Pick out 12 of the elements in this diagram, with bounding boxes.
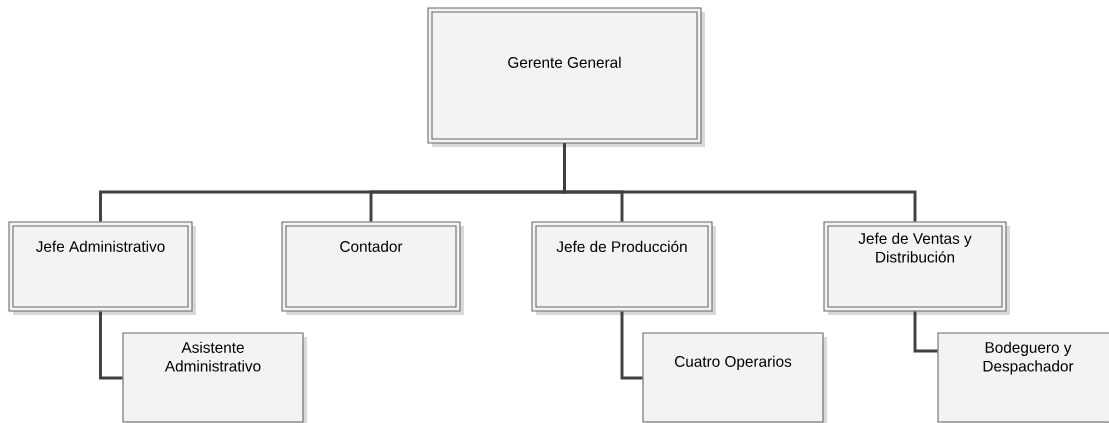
connector-line bbox=[99, 311, 123, 380]
position-box: Bodeguero y Despachador bbox=[937, 332, 1109, 423]
position-box: Asistente Administrativo bbox=[122, 332, 307, 423]
connector-line bbox=[620, 311, 643, 380]
position-box: Jefe de Ventas y Distribución bbox=[823, 221, 1010, 315]
position-box: Cuatro Operarios bbox=[642, 332, 827, 423]
position-box: Gerente General bbox=[427, 7, 705, 147]
position-box: Jefe Administrativo bbox=[8, 221, 196, 315]
position-box: Contador bbox=[281, 221, 464, 315]
position-box: Jefe de Producción bbox=[531, 221, 716, 315]
connector-line bbox=[913, 311, 938, 353]
connector-line bbox=[563, 143, 917, 222]
